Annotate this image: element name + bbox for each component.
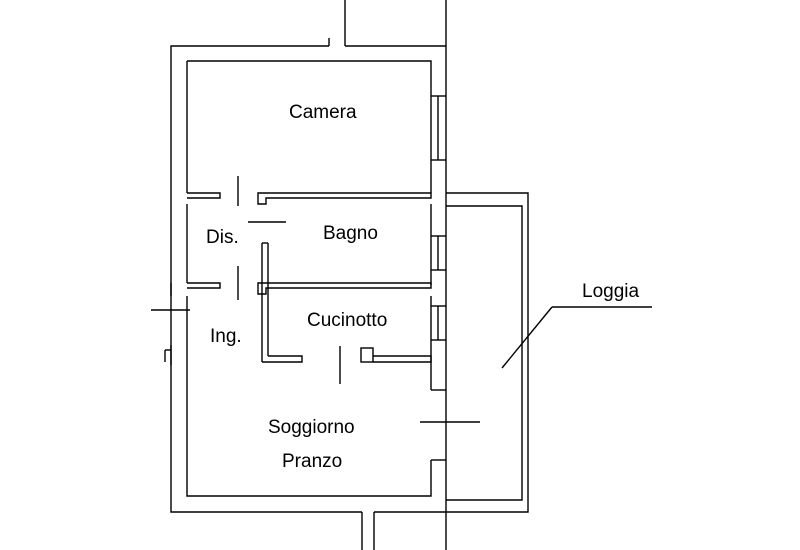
loggia-leader [501,306,652,369]
partition-camera-bagno [187,176,432,223]
room-label-camera: Camera [289,102,357,123]
room-label-cucinotto: Cucinotto [307,310,387,331]
partition-cucinotto-soggiorno [339,346,432,384]
room-label-soggiorno: Soggiorno [268,417,355,438]
outer-wall [170,45,446,513]
right-wall [430,95,446,461]
room-label-loggia: Loggia [582,281,639,302]
loggia-outline [420,192,529,513]
entrance [151,283,190,362]
room-label-pranzo: Pranzo [282,451,342,472]
top-shaft [328,0,447,550]
room-label-bagno: Bagno [323,223,378,244]
room-label-ingresso: Ing. [210,326,242,347]
room-label-disimpegno: Dis. [206,227,239,248]
bottom-shaft [361,512,375,550]
partition-bagno-cucinotto [187,242,432,363]
